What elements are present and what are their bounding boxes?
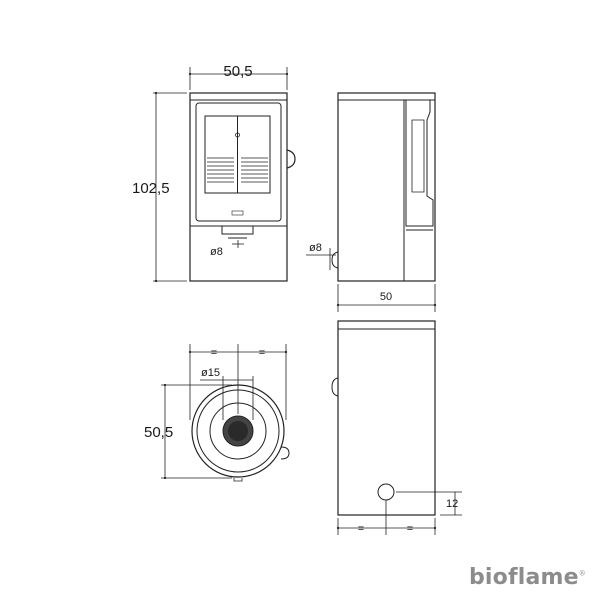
door-handle-icon xyxy=(286,149,296,169)
front-view xyxy=(153,67,296,283)
bioflame-logo: bioflame® xyxy=(469,565,586,590)
top-equal-right-label: = xyxy=(259,347,265,359)
top-flue-label: ø15 xyxy=(201,367,220,379)
rear-view xyxy=(331,320,462,535)
side-depth-label: 50 xyxy=(380,291,392,303)
rear-outlet-icon xyxy=(377,483,395,501)
top-view xyxy=(161,344,290,482)
brand-registered-mark: ® xyxy=(578,569,586,578)
front-outlet-label: ø8 xyxy=(210,246,223,258)
top-equal-left-label: = xyxy=(211,347,217,359)
rear-equal-right-label: = xyxy=(407,523,413,535)
side-outlet-label: ø8 xyxy=(309,242,322,254)
brand-name: bioflame xyxy=(468,565,579,590)
rear-equal-left-label: = xyxy=(358,523,364,535)
side-view xyxy=(306,92,437,312)
front-width-label: 50,5 xyxy=(223,63,252,80)
front-height-label: 102,5 xyxy=(132,180,170,197)
top-depth-label: 50,5 xyxy=(144,424,173,441)
rear-outlet-height-label: 12 xyxy=(446,498,458,510)
front-grill xyxy=(207,157,268,183)
